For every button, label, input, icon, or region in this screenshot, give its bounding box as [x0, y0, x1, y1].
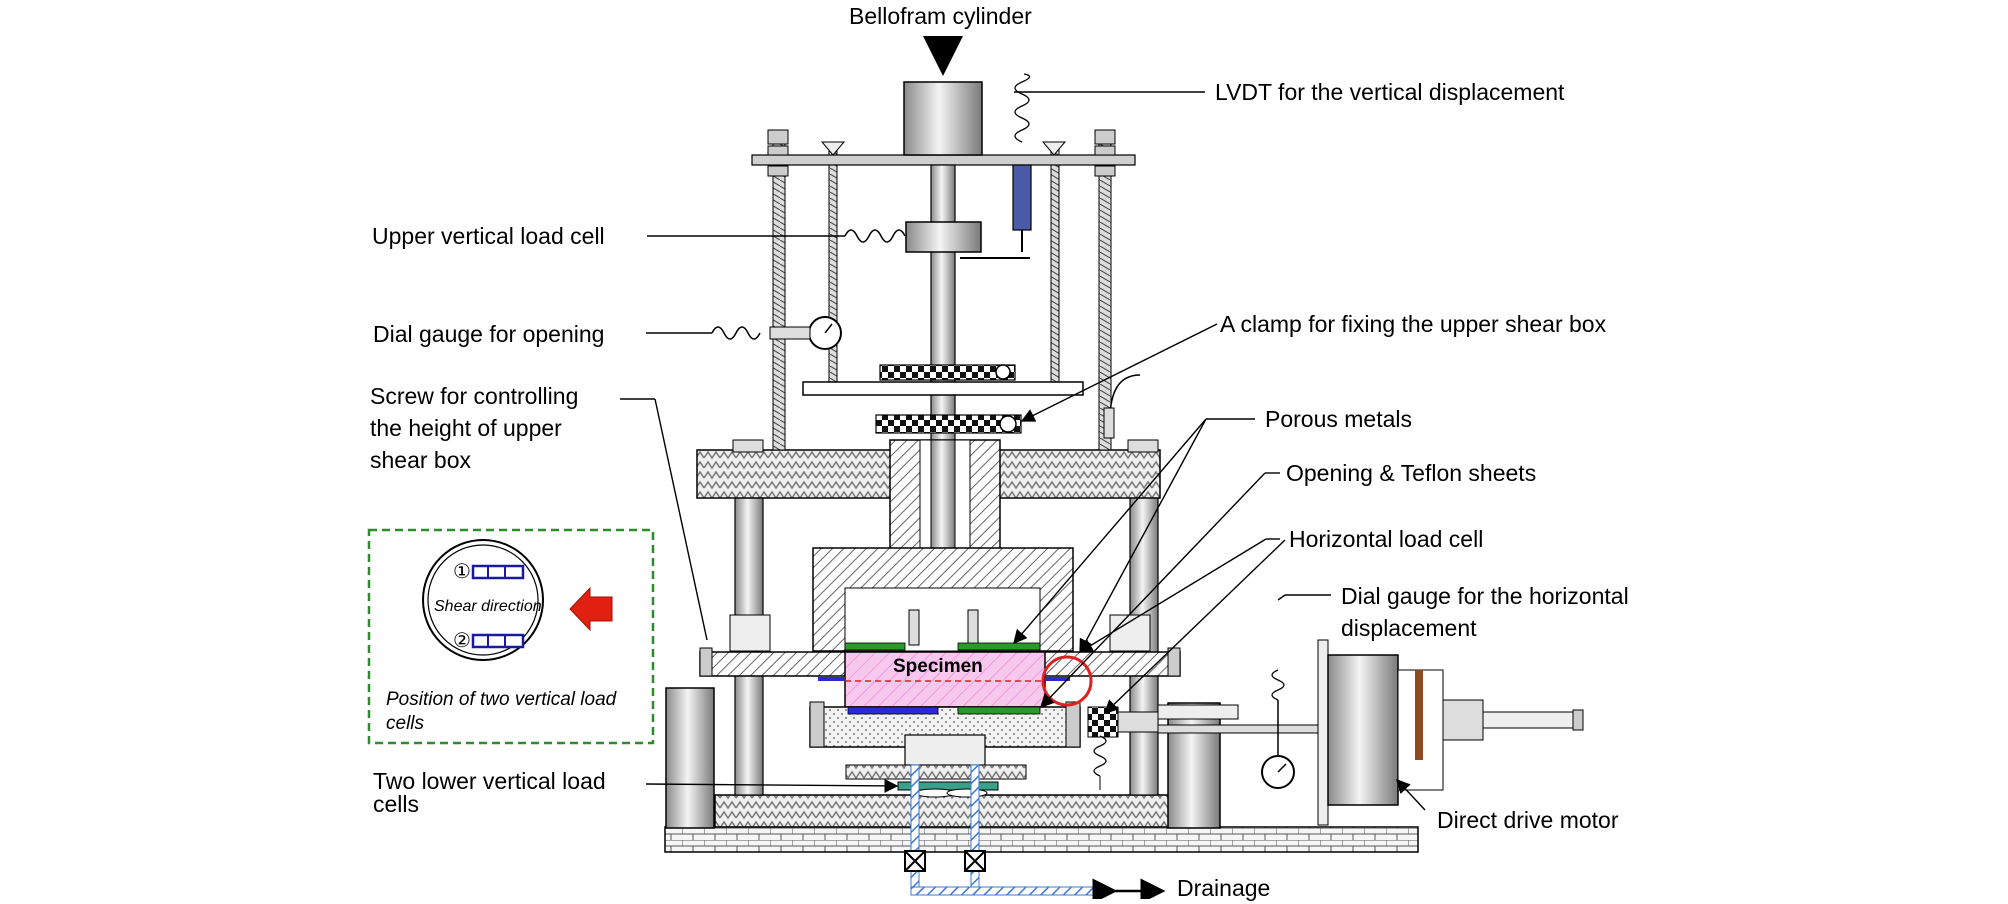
label-clamp: A clamp for fixing the upper shear box — [1220, 311, 1607, 337]
lower-load-cells — [904, 734, 986, 766]
loading-plate — [802, 381, 1084, 396]
inset-box — [367, 528, 655, 745]
upper-checker-bar — [879, 364, 1016, 381]
clamp-bar — [875, 414, 1022, 434]
shear-direction-arrow — [569, 586, 613, 632]
left-pedestal — [665, 687, 715, 829]
label-screw-line3: shear box — [370, 447, 472, 473]
horizontal-load-cell — [1087, 706, 1119, 738]
lower-frame-block — [714, 794, 1171, 828]
top-plate — [751, 154, 1136, 166]
bellofram-cylinder-body — [903, 81, 983, 156]
label-two-lower-line2: cells — [373, 791, 420, 817]
inset-shear-direction: Shear direction — [434, 598, 542, 615]
label-opening-teflon: Opening & Teflon sheets — [1286, 460, 1537, 486]
load-cell-2 — [471, 633, 525, 649]
inset-caption-line2: cells — [386, 713, 425, 734]
label-specimen: Specimen — [893, 656, 983, 677]
direct-drive-motor — [1327, 654, 1399, 806]
inset-marker-1: ① — [453, 561, 471, 583]
label-dial-horizontal-line2: displacement — [1341, 615, 1477, 641]
label-horizontal-load-cell: Horizontal load cell — [1289, 526, 1484, 552]
load-cell-1 — [471, 564, 525, 580]
left-threaded-rod — [772, 139, 786, 451]
porous-metal-bottom-left — [847, 706, 939, 715]
label-screw-line1: Screw for controlling — [370, 383, 579, 409]
label-dial-gauge-opening: Dial gauge for opening — [373, 321, 605, 347]
label-dial-horizontal-line1: Dial gauge for the horizontal — [1341, 583, 1629, 609]
inset-marker-2: ② — [453, 630, 471, 652]
drain-pipe-right — [970, 764, 980, 896]
label-two-lower-line1: Two lower vertical load — [373, 768, 606, 794]
right-pedestal — [1167, 702, 1221, 829]
label-screw-line2: the height of upper — [370, 415, 562, 441]
label-porous-metals: Porous metals — [1265, 406, 1413, 432]
inset-caption-line1: Position of two vertical load — [386, 689, 617, 710]
specimen — [844, 651, 1046, 708]
right-threaded-rod — [1098, 139, 1112, 451]
label-direct-drive-motor: Direct drive motor — [1437, 807, 1619, 833]
opening-highlight-circle — [1041, 655, 1093, 707]
drain-pipe-horizontal — [910, 886, 1102, 896]
label-drainage: Drainage — [1177, 875, 1271, 901]
drain-pipe-left — [910, 764, 920, 896]
porous-metal-top-left — [844, 642, 906, 651]
porous-metal-top-right — [957, 642, 1041, 651]
label-upper-load-cell: Upper vertical load cell — [372, 223, 605, 249]
porous-metal-bottom-right — [957, 706, 1041, 715]
label-bellofram-cylinder: Bellofram cylinder — [849, 3, 1032, 29]
base-plate — [664, 826, 1419, 853]
label-lvdt: LVDT for the vertical displacement — [1215, 79, 1565, 105]
upper-load-cell — [905, 221, 982, 253]
lvdt-body — [1012, 164, 1032, 231]
